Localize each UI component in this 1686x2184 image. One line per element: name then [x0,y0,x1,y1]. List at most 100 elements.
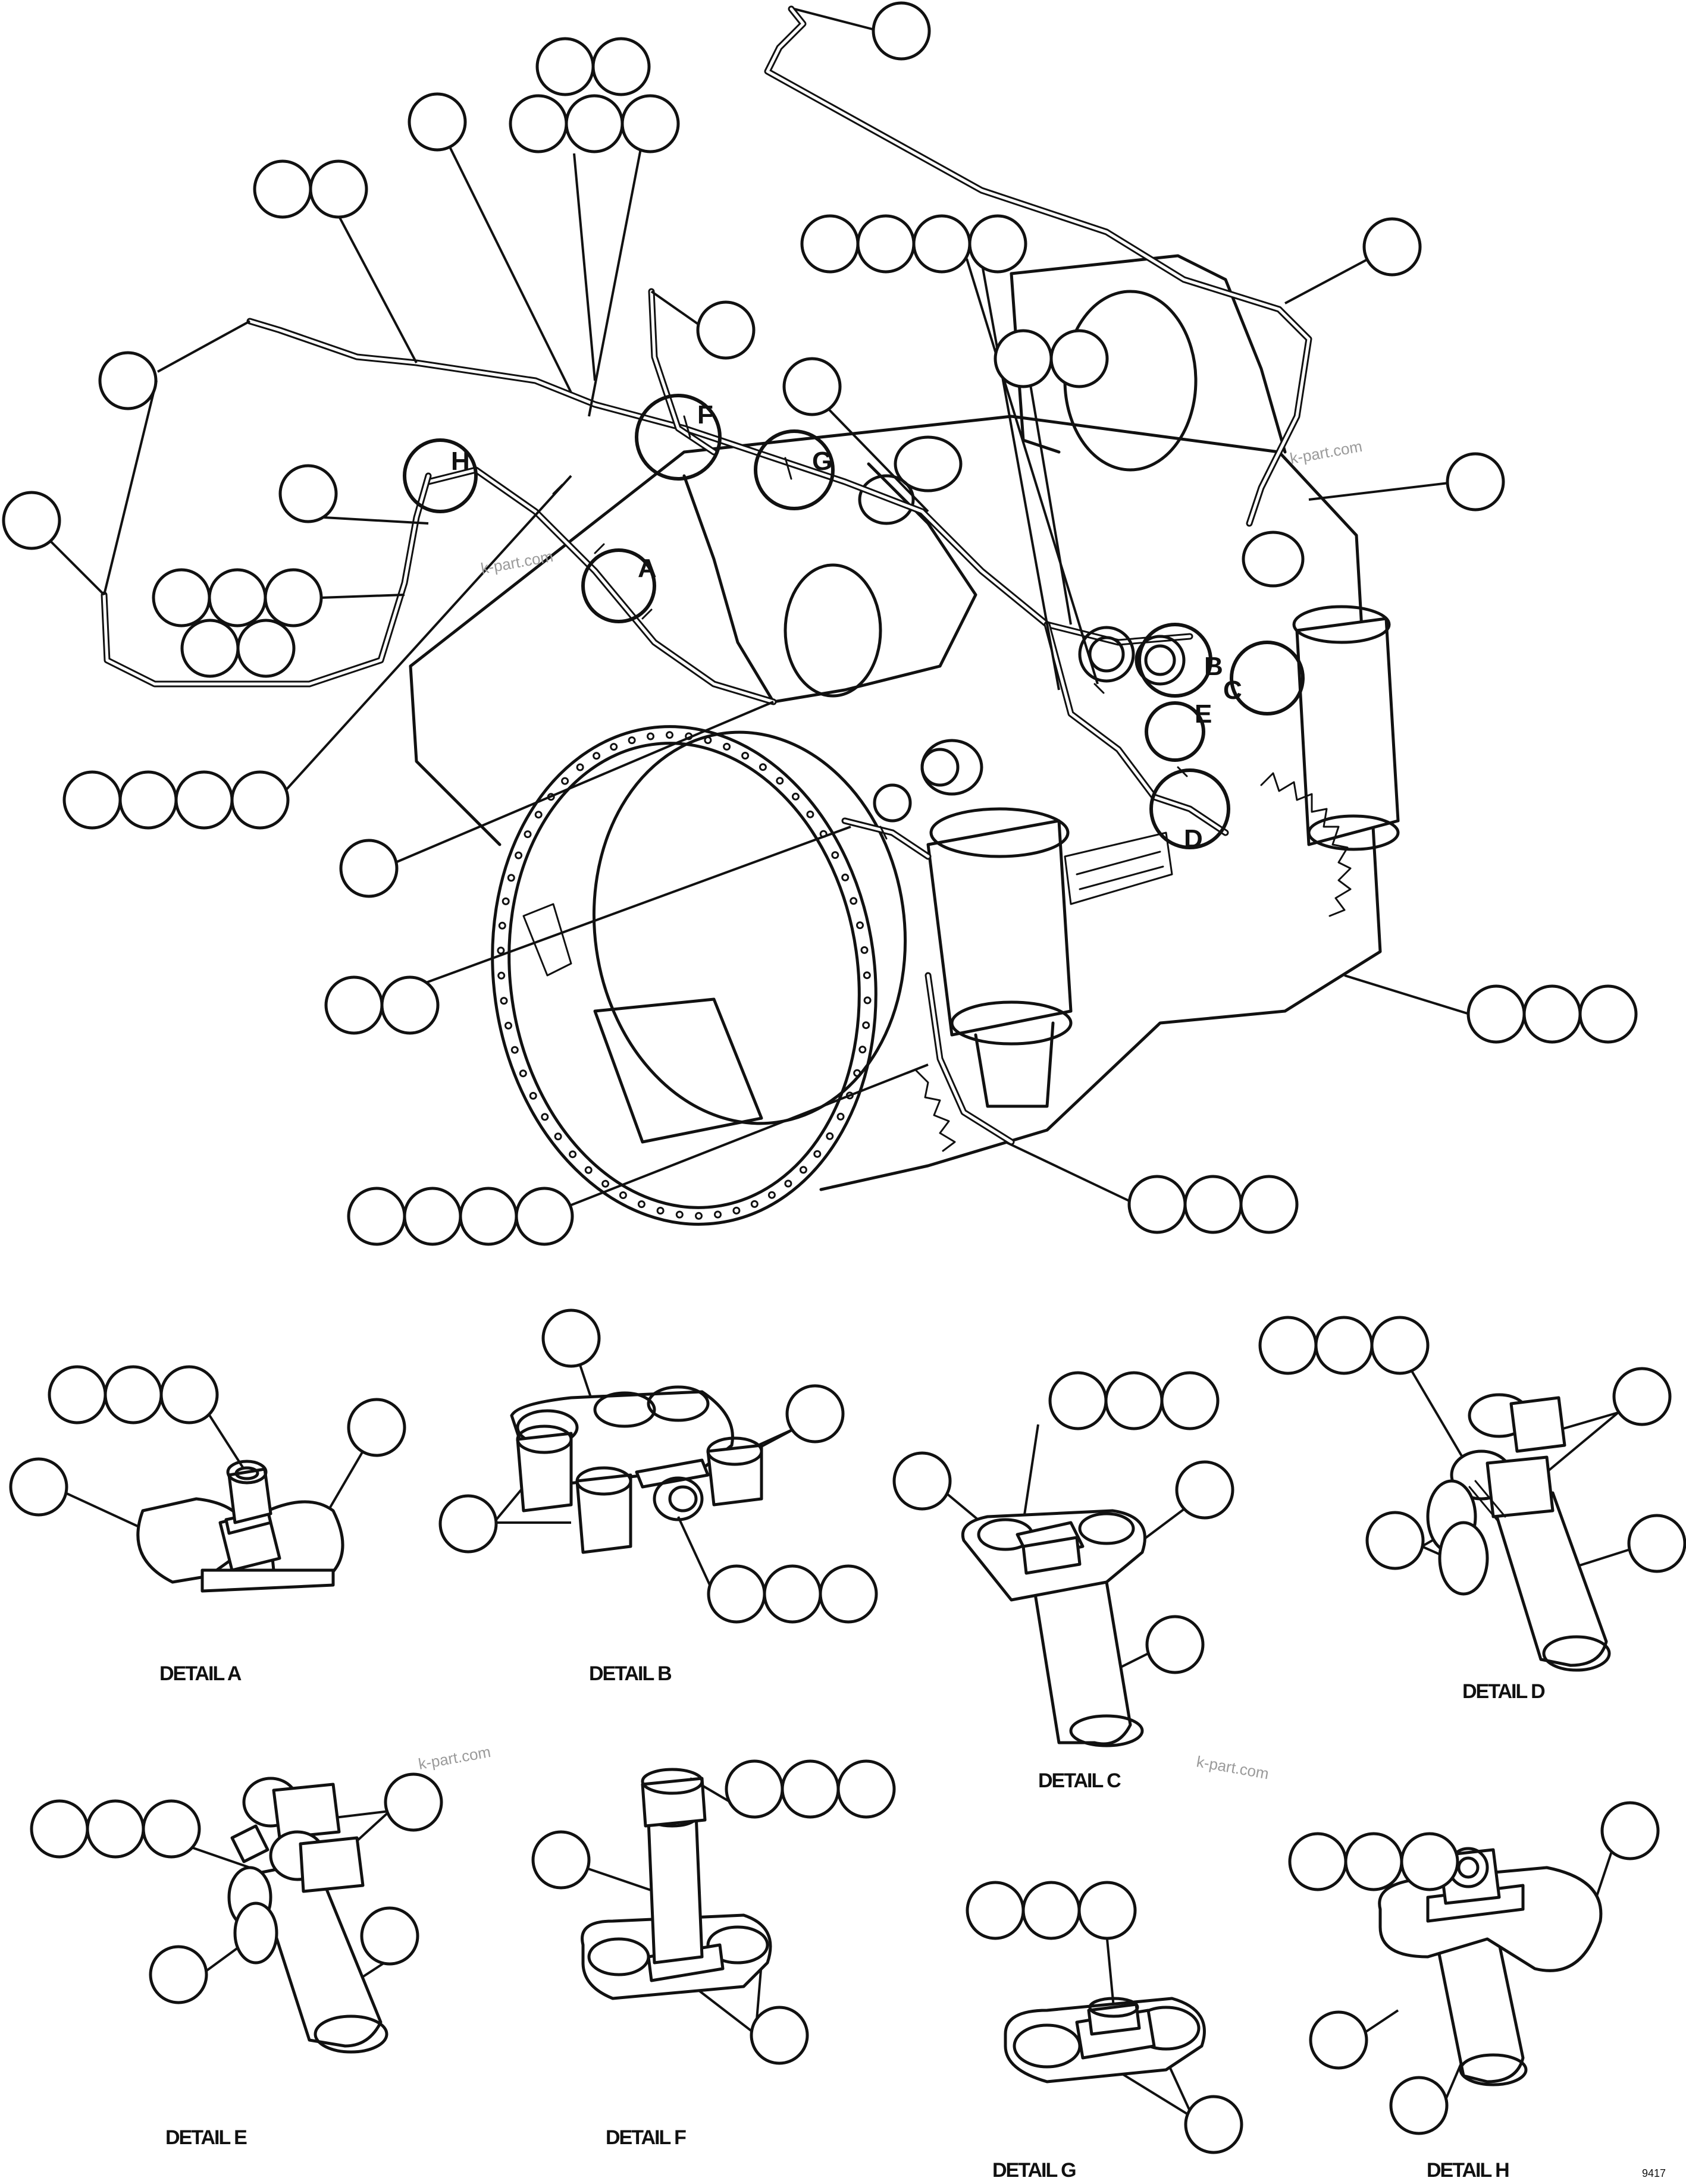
bolt-hole [534,811,543,819]
bolt-hole [704,736,712,744]
callout-balloon [48,1365,107,1424]
bolt-hole [569,1150,577,1159]
bolt-hole [767,1191,776,1199]
bolt-hole [806,810,814,818]
bolt-hole [784,1179,792,1188]
callout-balloon [892,1451,952,1511]
callout-balloon [86,1799,145,1859]
leader-line [980,261,1060,691]
callout-balloon [968,214,1027,274]
reference-number: 9417 [1642,2167,1666,2179]
leader-line [945,1492,983,1524]
callout-balloon [966,1881,1025,1940]
leader-line [565,1063,929,1209]
bolt-hole [510,1046,519,1054]
callout-balloon [1021,1881,1081,1940]
bolt-hole [750,1200,759,1208]
detail-h-view [1378,1847,1603,2086]
callout-balloon [1175,1460,1234,1520]
callout-balloon [2,491,61,550]
callout-balloon [707,1564,766,1624]
bolt-hole [695,1212,703,1220]
callout-balloon [1183,1175,1243,1234]
callout-balloon [380,975,440,1035]
leader-line [65,1492,143,1530]
gear-teeth-right [1260,772,1352,917]
starter-motor-left [920,739,1073,1108]
bolt-hole [529,1091,537,1100]
detail-g-view [1004,1997,1206,2083]
callout-balloon [725,1759,784,1819]
leader-line [278,475,572,798]
callout-balloon [104,1365,163,1424]
leader-line [1344,974,1470,1015]
detail-e-caption: DETAIL E [165,2126,247,2149]
leader-line [584,1866,655,1893]
callout-balloon [1446,452,1505,512]
callout-balloon [800,214,860,274]
watermark-2: k-part.com [480,547,554,578]
bolt-hole [858,1046,867,1054]
callout-balloon [1522,984,1582,1044]
leader-line [448,145,572,393]
callout-balloon [1370,1316,1430,1375]
bolt-hole [601,1179,610,1188]
leader-line [319,594,405,599]
leader-line [826,406,929,513]
watermark-3: k-part.com [417,1743,492,1773]
detail-c-caption: DETAIL C [1038,1769,1121,1792]
bolt-hole [850,897,858,905]
leader-line [493,1486,525,1524]
callout-balloon [1612,1367,1672,1426]
callout-balloon [1466,984,1526,1044]
bolt-hole [841,873,850,881]
callout-balloon [1344,1832,1403,1891]
callout-balloon [384,1772,443,1832]
callout-balloon [174,770,234,830]
bolt-hole [860,946,869,954]
view-letter-e: E [1195,699,1212,729]
callout-balloon [1127,1175,1187,1234]
callout-balloon [856,214,916,274]
callout-balloon [565,94,624,153]
detail-view-markers: F G H A B C E D [403,394,1305,853]
callout-balloon [324,975,384,1035]
bolt-hole [813,1150,822,1158]
callout-balloon [509,94,568,153]
callout-balloon [1578,984,1638,1044]
callout-balloon [535,37,595,96]
callout-balloon [339,839,399,898]
leader-line [332,205,418,363]
bolt-hole [776,777,784,785]
callout-balloon [1400,1832,1459,1891]
callout-balloon [591,37,651,96]
callout-balloon [763,1564,822,1624]
leader-line [46,537,105,596]
callout-balloon [1184,2095,1243,2154]
callout-balloon [781,1759,840,1819]
bolt-hole [507,874,515,882]
callout-balloon [1309,2010,1368,2070]
bolt-hole [831,851,839,859]
callout-balloon [180,619,240,678]
leader-line [103,380,158,595]
leader-line [1409,1367,1471,1470]
detail-a-view [136,1460,344,1593]
detail-c-view [961,1509,1146,1747]
callout-balloon [1049,329,1109,388]
view-letter-h: H [451,447,470,476]
callout-balloon [872,1,931,61]
detail-d-view [1426,1393,1611,1672]
bolt-hole [593,752,601,760]
detail-d-caption: DETAIL D [1462,1680,1545,1703]
leader-line [794,8,880,32]
bolt-hole [541,1113,549,1121]
bolt-hole [732,1206,741,1215]
bolt-hole [836,1112,845,1121]
bolt-hole [637,1200,645,1209]
callout-balloon [278,464,338,523]
leader-line [395,701,774,864]
callout-balloon [1314,1316,1374,1375]
